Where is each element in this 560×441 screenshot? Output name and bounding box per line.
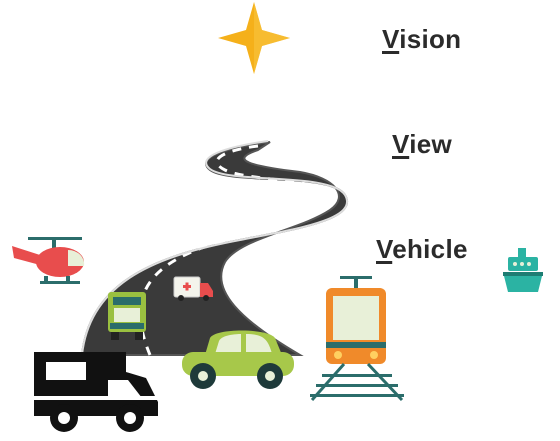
ambulance-icon bbox=[173, 276, 213, 301]
road-icon bbox=[80, 140, 348, 356]
word-vision: Vision bbox=[382, 24, 461, 55]
word-rest: ision bbox=[399, 24, 462, 54]
camper-van-icon bbox=[34, 352, 158, 432]
helicopter-icon bbox=[12, 237, 85, 284]
word-vehicle: Vehicle bbox=[376, 234, 468, 265]
word-first-letter: V bbox=[376, 234, 393, 264]
word-first-letter: V bbox=[392, 129, 410, 159]
word-rest: ehicle bbox=[392, 234, 468, 264]
word-view: View bbox=[392, 129, 452, 160]
tram-icon bbox=[310, 276, 404, 402]
word-first-letter: V bbox=[382, 24, 400, 54]
ship-icon bbox=[503, 248, 543, 292]
word-rest: iew bbox=[409, 129, 452, 159]
car-icon bbox=[182, 330, 294, 389]
star-icon bbox=[218, 2, 290, 74]
truck-icon bbox=[108, 292, 146, 340]
